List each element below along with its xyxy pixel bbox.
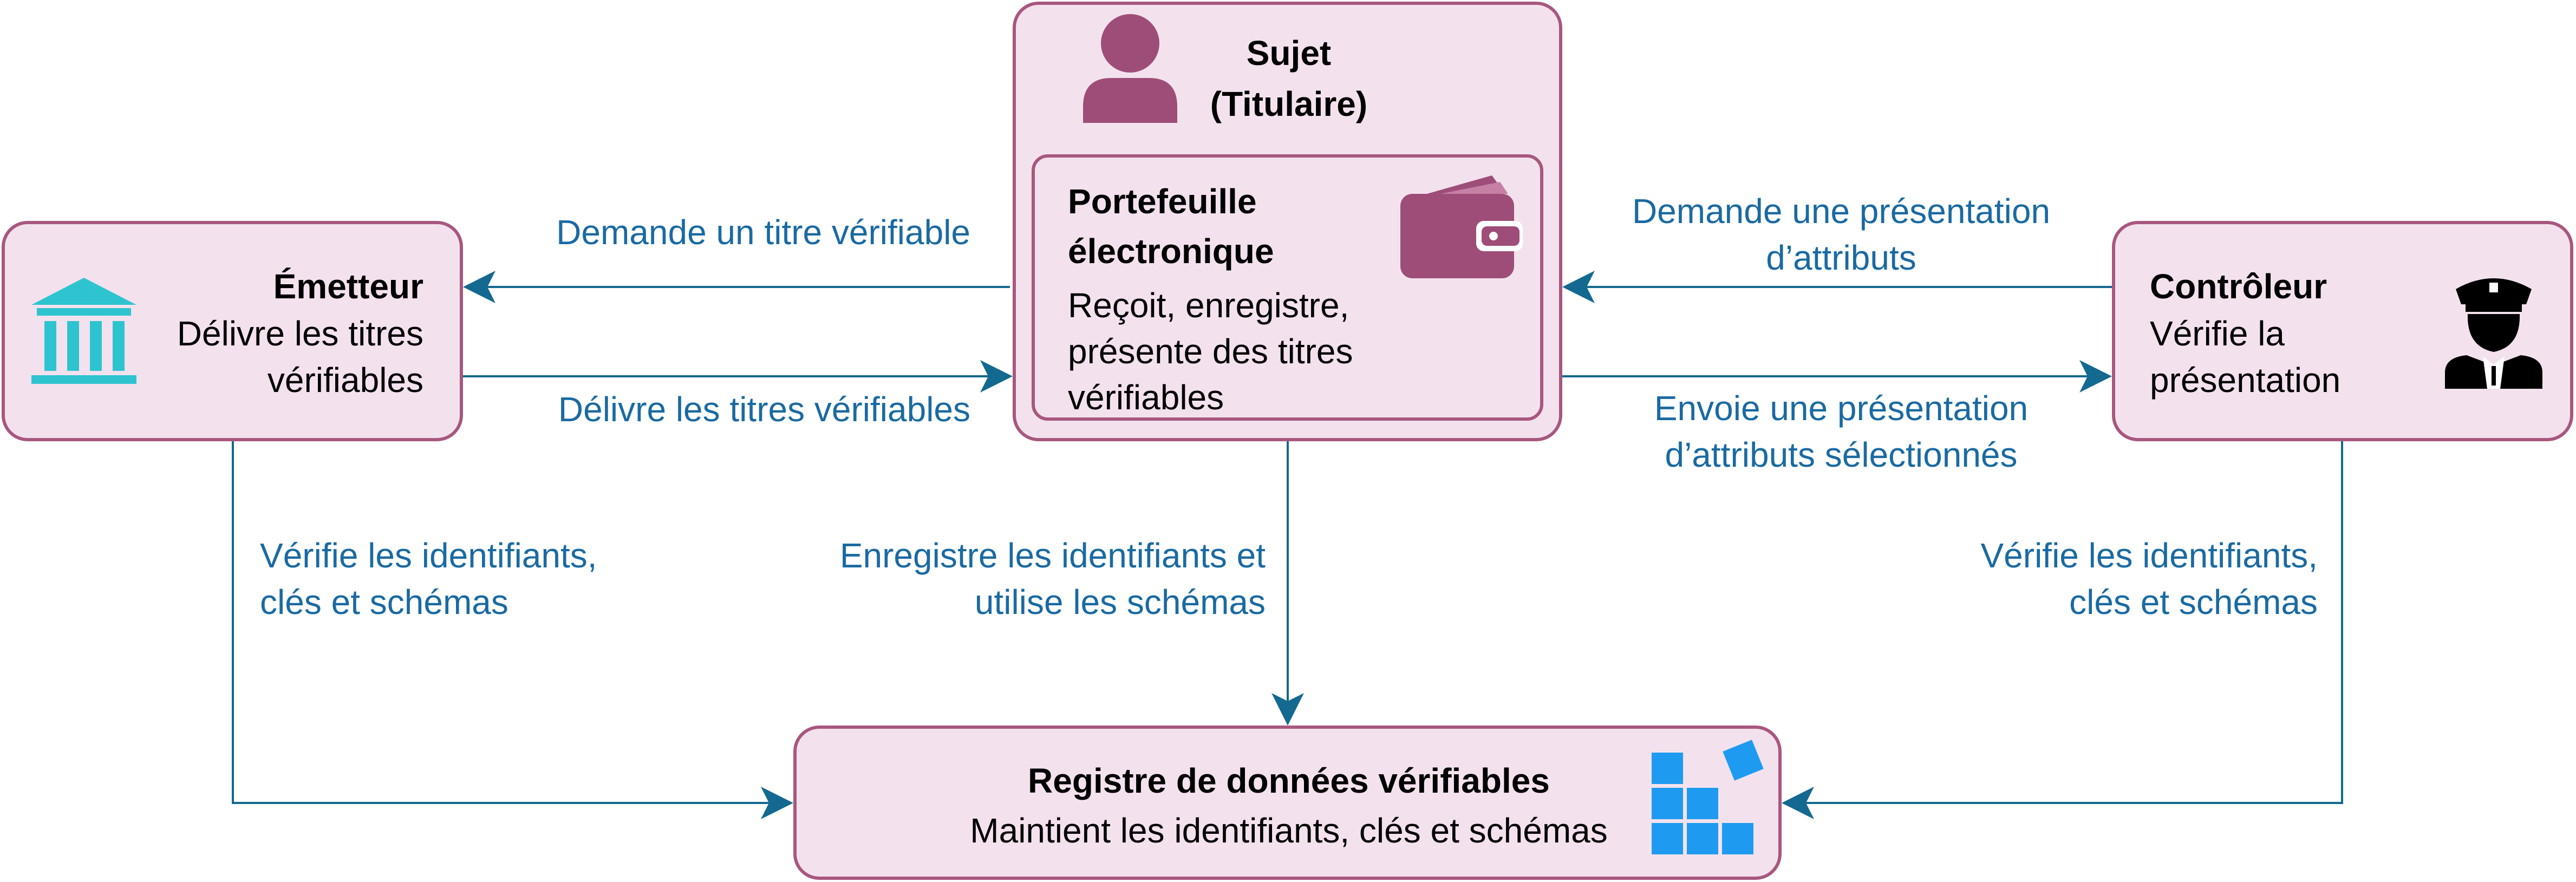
verifier-desc-line2: présentation (2150, 361, 2341, 400)
arrow-verifier-to-registry (1798, 441, 2343, 804)
arrowhead-subject-right (1562, 271, 1595, 303)
arrowhead-verifier (2079, 360, 2112, 393)
arrowhead-registry-left (761, 787, 793, 819)
label-verifier-verify-2: clés et schémas (2069, 583, 2318, 622)
wallet-desc-line1: Reçoit, enregistre, (1068, 286, 1349, 325)
label-request-credential: Demande un titre vérifiable (556, 213, 970, 252)
wallet-title-line2: électronique (1068, 232, 1274, 271)
wallet-title-line1: Portefeuille (1068, 182, 1257, 221)
issuer-desc-line1: Délivre les titres (177, 314, 423, 353)
issuer-title: Émetteur (273, 267, 423, 306)
wallet-icon (1400, 175, 1523, 278)
issuer-desc-line2: vérifiables (267, 361, 423, 400)
wallet-desc-line3: vérifiables (1068, 378, 1224, 417)
person-icon (1083, 14, 1177, 123)
label-subject-register-2: utilise les schémas (974, 583, 1266, 622)
label-request-presentation-1: Demande une présentation (1632, 192, 2051, 231)
verifier-title: Contrôleur (2150, 267, 2327, 306)
label-request-presentation-2: d’attributs (1766, 238, 1916, 277)
label-send-presentation-2: d’attributs sélectionnés (1665, 435, 2018, 474)
label-issue-credentials: Délivre les titres vérifiables (558, 390, 970, 429)
subject-title-line1: Sujet (1246, 34, 1332, 73)
blocks-icon (1652, 740, 1764, 854)
wallet-desc-line2: présente des titres (1068, 332, 1353, 371)
arrowhead-subject-left (980, 360, 1013, 393)
arrow-issuer-to-registry (232, 441, 777, 804)
bank-icon (31, 278, 136, 384)
registry-title: Registre de données vérifiables (1028, 761, 1550, 800)
registry-desc: Maintient les identifiants, clés et sché… (970, 811, 1608, 850)
arrowhead-issuer (463, 271, 495, 303)
arrowhead-registry-right (1782, 787, 1814, 819)
label-issuer-verify-2: clés et schémas (260, 583, 508, 622)
verifier-desc-line1: Vérifie la (2150, 314, 2285, 353)
arrowhead-registry-top (1271, 693, 1304, 726)
registry-box (793, 726, 1782, 880)
subject-title-line2: (Titulaire) (1210, 84, 1368, 123)
officer-icon (2445, 278, 2542, 389)
label-send-presentation-1: Envoie une présentation (1654, 389, 2029, 428)
label-verifier-verify-1: Vérifie les identifiants, (1980, 536, 2318, 575)
label-issuer-verify-1: Vérifie les identifiants, (260, 536, 597, 575)
label-subject-register-1: Enregistre les identifiants et (839, 536, 1266, 575)
